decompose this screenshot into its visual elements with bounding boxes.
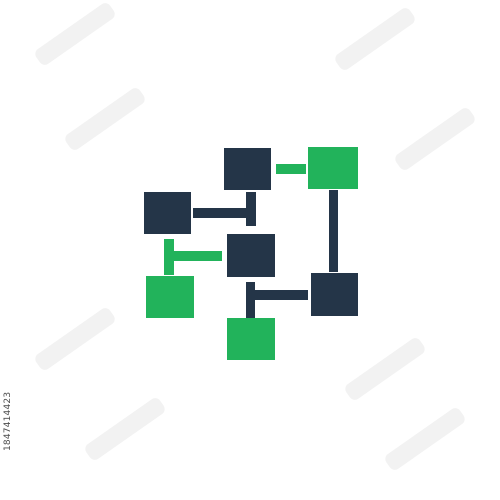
link-top-vertical bbox=[246, 192, 256, 226]
stock-id-label: 1847414423 bbox=[3, 391, 13, 451]
node-top-right-green bbox=[308, 147, 358, 189]
node-right-dark bbox=[311, 273, 358, 316]
node-top-dark bbox=[224, 148, 271, 190]
node-center-dark bbox=[227, 234, 275, 277]
node-bottom-left-green bbox=[146, 276, 194, 318]
link-left-to-top bbox=[193, 208, 247, 218]
node-bottom-green bbox=[227, 318, 275, 360]
link-top-to-green-top bbox=[276, 164, 306, 174]
node-left-dark bbox=[144, 192, 191, 234]
link-left-to-center bbox=[164, 251, 222, 261]
link-green-top-vertical bbox=[329, 190, 338, 272]
link-center-to-right bbox=[246, 290, 308, 300]
